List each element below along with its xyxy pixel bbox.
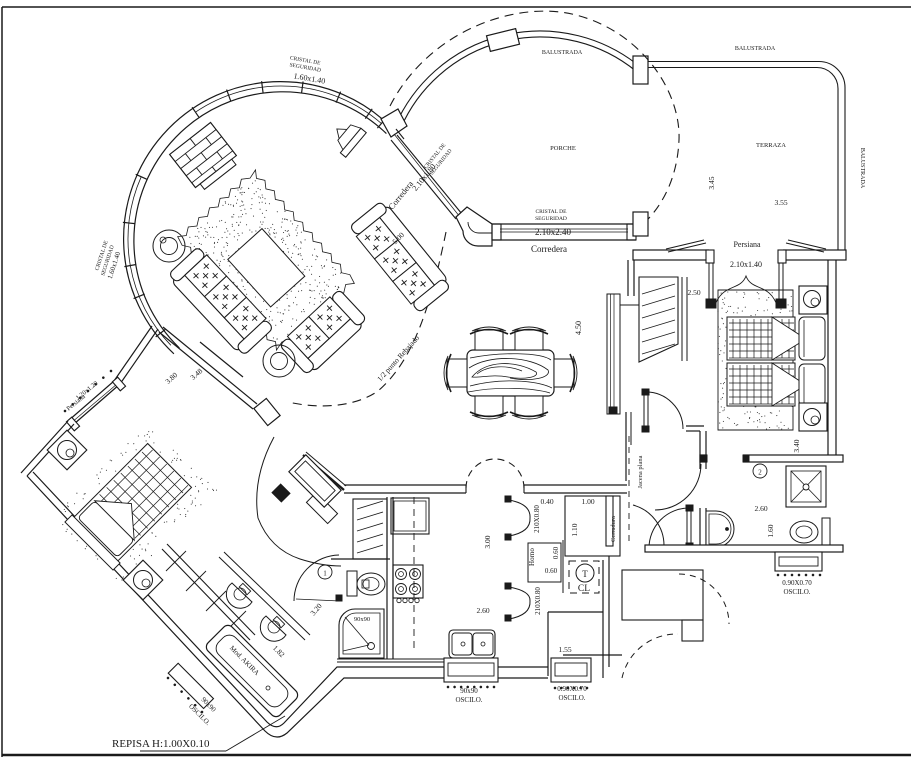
svg-text:1.00: 1.00 [581,497,594,506]
svg-text:CL: CL [578,584,590,594]
svg-text:0.90X0.70: 0.90X0.70 [557,685,587,693]
svg-text:Horno: Horno [528,548,536,566]
svg-text:BALUSTRADA: BALUSTRADA [859,148,865,189]
svg-text:0.40: 0.40 [540,497,553,506]
svg-text:4.50: 4.50 [574,321,583,335]
svg-text:SEGURIDAD: SEGURIDAD [289,62,321,73]
svg-text:Cerradura: Cerradura [610,516,617,542]
svg-text:CRISTAL DE: CRISTAL DE [536,209,568,215]
svg-text:2.10x1.40: 2.10x1.40 [730,260,762,269]
svg-text:2.10x2.40: 2.10x2.40 [535,227,572,237]
svg-text:3.40: 3.40 [792,439,801,452]
svg-text:OSCILO.: OSCILO. [783,588,810,596]
svg-text:2.60: 2.60 [754,504,767,513]
svg-text:T: T [582,569,588,579]
svg-text:Jacena plana: Jacena plana [637,455,644,488]
svg-text:BALUSTRADA: BALUSTRADA [735,46,776,52]
svg-text:CRISTAL DE: CRISTAL DE [289,55,321,66]
svg-text:Persiana: Persiana [733,240,761,249]
svg-text:SEGURIDAD: SEGURIDAD [535,216,567,222]
svg-text:3.45: 3.45 [707,176,716,189]
svg-text:210X0.80: 210X0.80 [533,505,541,533]
svg-text:1.10: 1.10 [570,523,579,536]
svg-text:2.60: 2.60 [476,606,489,615]
svg-text:Corredera: Corredera [531,244,567,254]
svg-text:210X0.80: 210X0.80 [534,587,542,615]
svg-text:0.60: 0.60 [552,546,560,559]
svg-text:1.60: 1.60 [766,524,775,537]
svg-text:2.50: 2.50 [687,288,700,297]
svg-text:TERRAZA: TERRAZA [756,142,786,149]
svg-text:90x90: 90x90 [354,616,370,623]
svg-text:PORCHE: PORCHE [550,145,576,152]
svg-text:REPISA H:1.00X0.10: REPISA H:1.00X0.10 [112,738,210,750]
svg-text:OSCILO.: OSCILO. [558,694,585,702]
svg-text:OSCILO.: OSCILO. [455,696,482,704]
svg-text:BALUSTRADA: BALUSTRADA [542,50,583,56]
svg-text:0.60: 0.60 [545,567,558,575]
svg-text:90x90: 90x90 [460,687,478,695]
svg-text:3.00: 3.00 [483,535,492,548]
svg-text:3.55: 3.55 [774,198,787,207]
svg-text:2: 2 [758,469,762,477]
svg-text:1.55: 1.55 [558,645,571,654]
svg-text:0.90X0.70: 0.90X0.70 [782,579,812,587]
svg-text:1: 1 [323,570,327,578]
